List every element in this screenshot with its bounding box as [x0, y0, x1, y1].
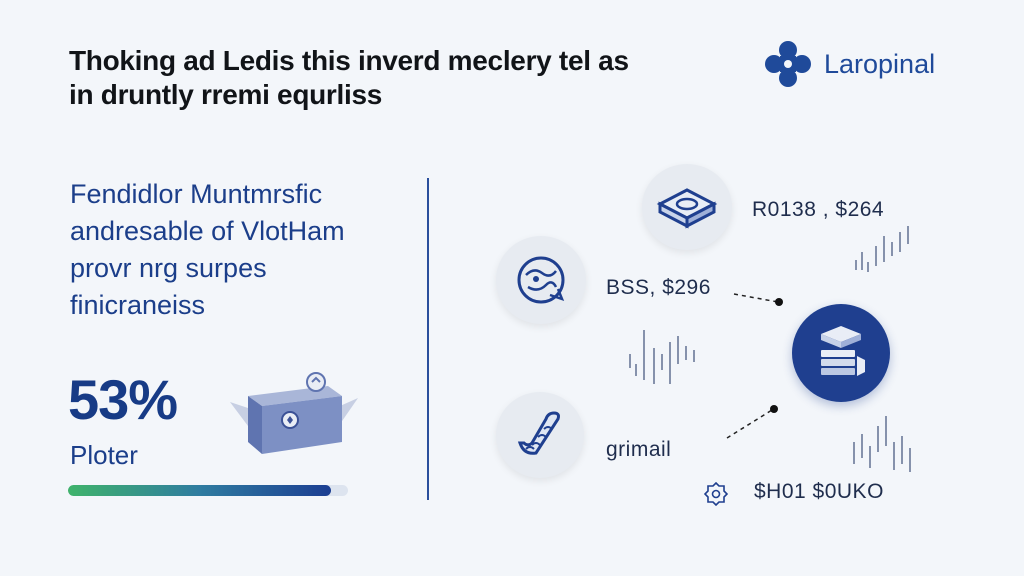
- node-label: BSS, $296: [606, 276, 711, 299]
- headline-line-2: in druntly rremi equrliss: [69, 79, 383, 110]
- subhead-line: provr nrg surpes: [70, 253, 267, 283]
- node-label: grimail: [606, 438, 672, 461]
- node-label: $H01 $0UKO: [754, 480, 884, 503]
- server-stack-icon: [821, 326, 865, 376]
- subhead-line: finicraneiss: [70, 290, 206, 320]
- gear-badge-icon[interactable]: [704, 482, 728, 506]
- connector-dot: [775, 298, 783, 306]
- headline-line-1: Thoking ad Ledis this inverd meclery tel…: [69, 45, 629, 76]
- node-chip[interactable]: [642, 164, 732, 250]
- node-map[interactable]: [496, 236, 586, 324]
- sparkline-decoration: [629, 330, 695, 384]
- connector-dot: [770, 405, 778, 413]
- sparkline-decoration: [853, 416, 911, 472]
- progress-bar: [68, 485, 348, 496]
- sparkline-decoration: [855, 226, 909, 272]
- map-icon: [517, 256, 565, 304]
- brand-logo-icon: [765, 41, 811, 87]
- subhead-line: andresable of VlotHam: [70, 216, 345, 246]
- stat-value: 53%: [68, 368, 178, 431]
- node-label: R0138 , $264: [752, 198, 885, 221]
- hub-node[interactable]: [792, 304, 890, 402]
- chip-icon: [656, 188, 718, 229]
- stat-label: Ploter: [70, 440, 138, 470]
- vertical-divider: [427, 178, 429, 500]
- subhead-line: Fendidlor Muntmrsfic: [70, 179, 323, 209]
- progress-fill: [68, 485, 332, 496]
- subhead: Fendidlor Muntmrsfic andresable of VlotH…: [70, 176, 390, 324]
- headline: Thoking ad Ledis this inverd meclery tel…: [69, 44, 709, 112]
- coil-icon: [517, 411, 560, 455]
- brand-name: Laropinal: [824, 48, 936, 79]
- node-coil[interactable]: [496, 392, 584, 478]
- package-box-icon: [230, 372, 358, 454]
- brand[interactable]: Laropinal: [762, 36, 935, 92]
